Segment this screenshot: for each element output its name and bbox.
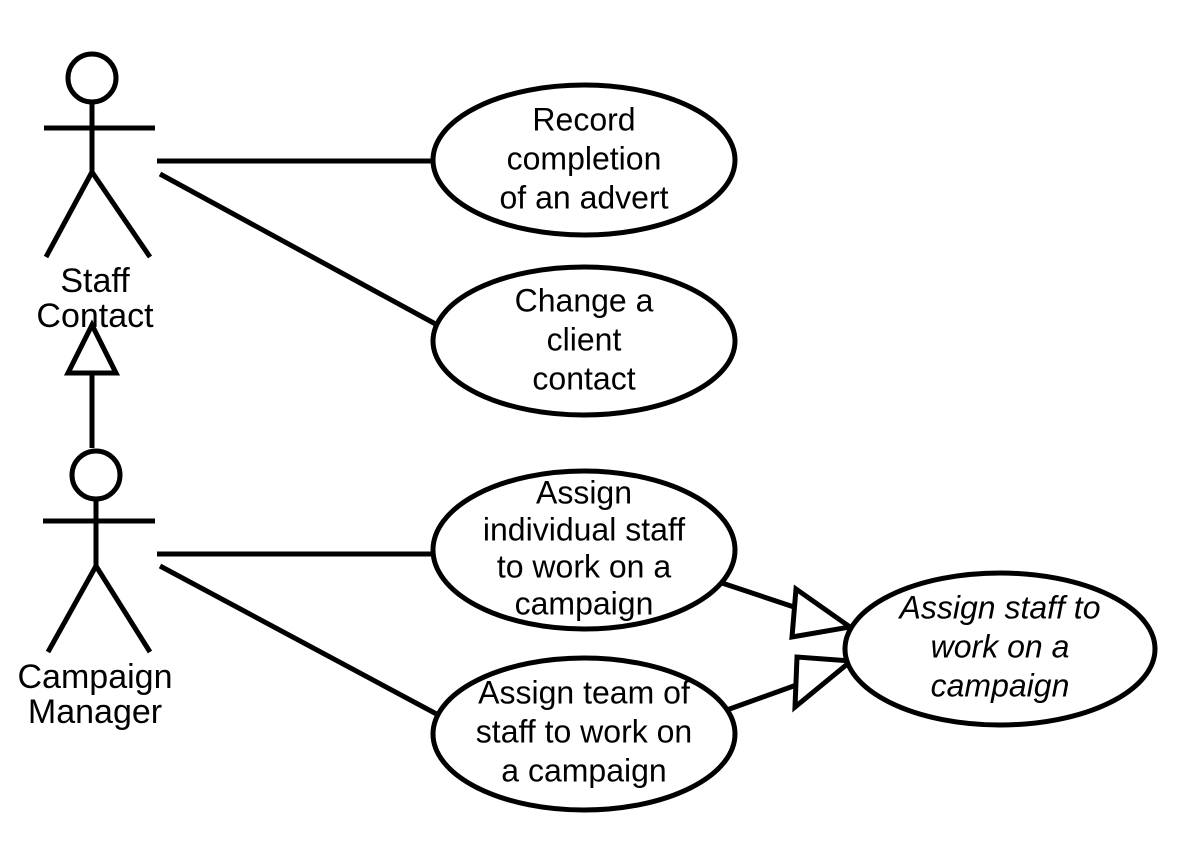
generalization-assign-individual-to-assign-staff[interactable] xyxy=(721,580,857,641)
use-case-record-completion-of-an-advert[interactable]: Record completion of an advert xyxy=(430,82,738,238)
association-staff-contact-to-change-client-contact[interactable] xyxy=(158,171,443,330)
use-case-label-line-2: client xyxy=(547,321,622,357)
actor-staff-contact[interactable]: Staff Contact xyxy=(36,51,155,335)
generalization-triangle-icon xyxy=(63,319,121,376)
use-case-label-line-3: of an advert xyxy=(500,179,669,215)
use-case-label-line-1: Assign xyxy=(536,474,632,510)
use-case-label-line-1: Assign team of xyxy=(478,674,690,710)
association-campaign-manager-to-assign-team[interactable] xyxy=(158,563,446,721)
actor-head-icon xyxy=(65,51,119,105)
actor-campaign-manager-label-line-1: Campaign xyxy=(18,658,173,696)
actor-right-leg-line xyxy=(89,170,153,259)
actor-head-icon xyxy=(69,448,123,502)
actor-campaign-manager-label-line-2: Manager xyxy=(28,693,162,731)
use-case-label-line-2: completion xyxy=(507,140,662,176)
use-case-ellipse xyxy=(430,264,738,418)
use-case-ellipse xyxy=(430,655,738,813)
use-case-label-line-2: work on a xyxy=(931,628,1070,664)
use-case-label-line-4: campaign xyxy=(515,585,654,621)
actor-campaign-manager[interactable]: Campaign Manager xyxy=(18,448,173,731)
use-case-change-a-client-contact[interactable]: Change a client contact xyxy=(430,264,738,418)
use-case-ellipse xyxy=(430,82,738,238)
use-case-assign-individual-staff-to-work-on-a-campaign[interactable]: Assign individual staff to work on a cam… xyxy=(430,468,738,632)
use-case-label-line-1: Assign staff to xyxy=(898,589,1101,625)
actor-left-leg-line xyxy=(43,170,95,259)
generalization-triangle-icon xyxy=(792,654,858,713)
actor-right-leg-line xyxy=(93,564,153,654)
use-case-label-line-3: to work on a xyxy=(497,548,672,584)
generalization-triangle-icon xyxy=(789,584,857,641)
use-case-label-line-2: individual staff xyxy=(483,511,685,547)
use-case-label-line-1: Record xyxy=(532,101,635,137)
use-case-label-line-3: contact xyxy=(532,360,635,396)
generalization-campaign-manager-to-staff-contact[interactable] xyxy=(63,319,121,448)
actor-staff-contact-label-line-1: Staff xyxy=(60,262,130,300)
use-case-ellipse xyxy=(842,570,1158,728)
use-case-assign-team-of-staff-to-work-on-a-campaign[interactable]: Assign team of staff to work on a campai… xyxy=(430,655,738,813)
generalization-assign-team-to-assign-staff[interactable] xyxy=(723,654,858,714)
use-case-label-line-3: a campaign xyxy=(501,752,666,788)
use-case-label-line-2: staff to work on xyxy=(476,713,692,749)
use-case-ellipse xyxy=(430,468,738,632)
generalization-shaft xyxy=(721,580,801,612)
actor-left-leg-line xyxy=(45,564,99,654)
use-case-label-line-3: campaign xyxy=(931,667,1070,703)
use-case-assign-staff-to-work-on-a-campaign[interactable]: Assign staff to work on a campaign xyxy=(842,570,1158,728)
generalization-shaft xyxy=(723,680,803,714)
use-case-label-line-1: Change a xyxy=(515,282,654,318)
